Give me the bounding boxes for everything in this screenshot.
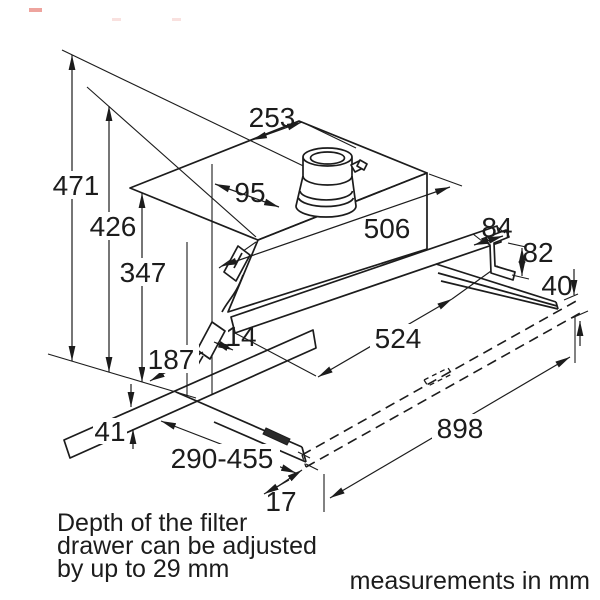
dim-label-426: 426 [90,211,137,242]
filter-note-line-1: Depth of the filter [57,509,247,537]
plug [196,321,226,360]
drawer-front-face [63,329,317,459]
filter-note-line-2: drawer can be adjusted [57,532,317,560]
dim-label-898: 898 [437,413,484,444]
dim-label-253: 253 [249,102,296,133]
dim-label-40: 40 [541,270,572,301]
dim-label-187: 187 [148,344,195,375]
dim-label-471: 471 [53,170,100,201]
dim-label-524: 524 [375,323,422,354]
dim-label-506: 506 [364,213,411,244]
duct-cone [295,157,357,218]
dim-label-82: 82 [522,237,553,268]
notes: Depth of the filter drawer can be adjust… [57,509,590,595]
units-note: measurements in mm [350,567,590,595]
dim-label-290-455: 290-455 [171,443,274,474]
dim-label-95: 95 [234,177,265,208]
label-backgrounds [50,171,488,471]
watermark-artifact [29,8,181,21]
dim-label-17: 17 [265,486,296,517]
slide-rail [435,263,559,310]
duct-collar [295,147,368,218]
filter-note-line-3: by up to 29 mm [57,555,229,583]
dimension-lines [68,55,589,499]
dim-label-14: 14 [225,321,256,352]
dim-label-347: 347 [120,257,167,288]
dim-label-84: 84 [481,212,512,243]
dim-label-41: 41 [94,416,125,447]
